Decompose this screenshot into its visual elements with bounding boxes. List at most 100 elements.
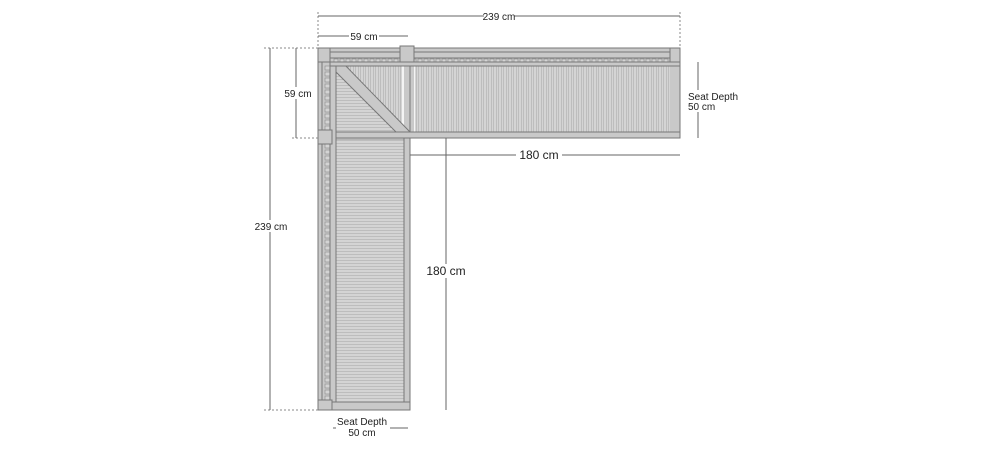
rail-spindle xyxy=(324,161,331,167)
rail-spindle xyxy=(324,395,331,401)
rail-spindle xyxy=(324,83,331,89)
seat-slat xyxy=(335,397,405,403)
rail-spindle xyxy=(324,317,331,323)
seat-slat xyxy=(500,65,505,133)
seat-slat xyxy=(550,65,555,133)
seat-slat xyxy=(565,65,570,133)
rail-spindle xyxy=(324,377,331,383)
rail-spindle xyxy=(324,95,331,101)
rail-spindle xyxy=(324,203,331,209)
seat-slat xyxy=(335,169,405,175)
rail-spindle xyxy=(324,287,331,293)
seat-slat xyxy=(640,65,645,133)
seat-slat xyxy=(540,65,545,133)
seat-slat xyxy=(335,301,405,307)
rail-spindle xyxy=(324,269,331,275)
rail-spindle xyxy=(324,329,331,335)
bottom-front-rail xyxy=(329,401,411,411)
seat-slat xyxy=(610,65,615,133)
rail-spindle xyxy=(324,65,331,71)
rail-spindle xyxy=(324,371,331,377)
seat-slat xyxy=(435,65,440,133)
rail-spindle xyxy=(324,299,331,305)
seat-depth-bottom-value: 50 cm xyxy=(348,428,375,439)
seat-slat xyxy=(525,65,530,133)
seat-slat xyxy=(440,65,445,133)
seat-slat xyxy=(335,283,405,289)
overall-depth-label: 239 cm xyxy=(255,222,288,233)
rail-spindle xyxy=(324,227,331,233)
seat-slat xyxy=(485,65,490,133)
seat-slat xyxy=(335,145,405,151)
post xyxy=(399,45,415,63)
seat-slat xyxy=(655,65,660,133)
seat-slat xyxy=(625,65,630,133)
rail-spindle xyxy=(324,89,331,95)
seat-slat xyxy=(335,139,405,145)
seat-depth-right-value: 50 cm xyxy=(688,102,715,113)
left-front-rail xyxy=(403,137,411,411)
seat-slat xyxy=(335,247,405,253)
seat-slat xyxy=(505,65,510,133)
seat-slat xyxy=(335,361,405,367)
rail-spindle xyxy=(324,353,331,359)
rail-spindle xyxy=(324,125,331,131)
seat-slat xyxy=(335,295,405,301)
seat-slat xyxy=(650,65,655,133)
rail-spindle xyxy=(324,347,331,353)
seat-slat xyxy=(335,157,405,163)
seat-slat xyxy=(335,253,405,259)
rail-spindle xyxy=(324,251,331,257)
dimension-labels: 239 cm 59 cm 239 cm 59 cm 180 cm 180 cm … xyxy=(255,10,738,439)
rail-spindle xyxy=(324,239,331,245)
rail-spindle xyxy=(324,197,331,203)
seat-depth-bottom-title: Seat Depth xyxy=(337,417,387,428)
seat-slat xyxy=(335,379,405,385)
seat-slat xyxy=(520,65,525,133)
seat-slat xyxy=(335,343,405,349)
seat-slat xyxy=(335,205,405,211)
seat-slat xyxy=(335,355,405,361)
seat-slat xyxy=(595,65,600,133)
seat-slat xyxy=(335,211,405,217)
seat-slat xyxy=(570,65,575,133)
seat-slat xyxy=(335,175,405,181)
seat-slat xyxy=(335,367,405,373)
seat-slat xyxy=(335,241,405,247)
seat-slat xyxy=(445,65,450,133)
rail-spindle xyxy=(324,389,331,395)
rail-spindle xyxy=(324,233,331,239)
seat-slat xyxy=(465,65,470,133)
rail-spindle xyxy=(324,365,331,371)
seat-slat xyxy=(630,65,635,133)
seat-slat xyxy=(335,271,405,277)
rail-spindle xyxy=(324,143,331,149)
seat-slat xyxy=(335,181,405,187)
right-front-rail xyxy=(329,131,681,139)
rail-spindle xyxy=(324,275,331,281)
seat-slat xyxy=(555,65,560,133)
right-arm-length-label: 180 cm xyxy=(519,148,558,162)
seat-slat xyxy=(535,65,540,133)
seat-slat xyxy=(335,385,405,391)
seat-slat xyxy=(335,163,405,169)
overall-width-label: 239 cm xyxy=(483,12,516,23)
rail-spindle xyxy=(324,263,331,269)
seat-slat xyxy=(455,65,460,133)
rail-spindle xyxy=(324,293,331,299)
seat-slat xyxy=(420,65,425,133)
rail-spindle xyxy=(324,71,331,77)
rail-spindle xyxy=(324,149,331,155)
seat-slat xyxy=(545,65,550,133)
seat-slat xyxy=(580,65,585,133)
left-inner-rail xyxy=(329,61,337,411)
seat-slat xyxy=(335,193,405,199)
seat-slat xyxy=(335,151,405,157)
seat-slat xyxy=(415,65,420,133)
post xyxy=(317,399,333,411)
seat-slat xyxy=(510,65,515,133)
rail-spindle xyxy=(324,305,331,311)
seat-slat xyxy=(495,65,500,133)
rail-spindle xyxy=(324,101,331,107)
